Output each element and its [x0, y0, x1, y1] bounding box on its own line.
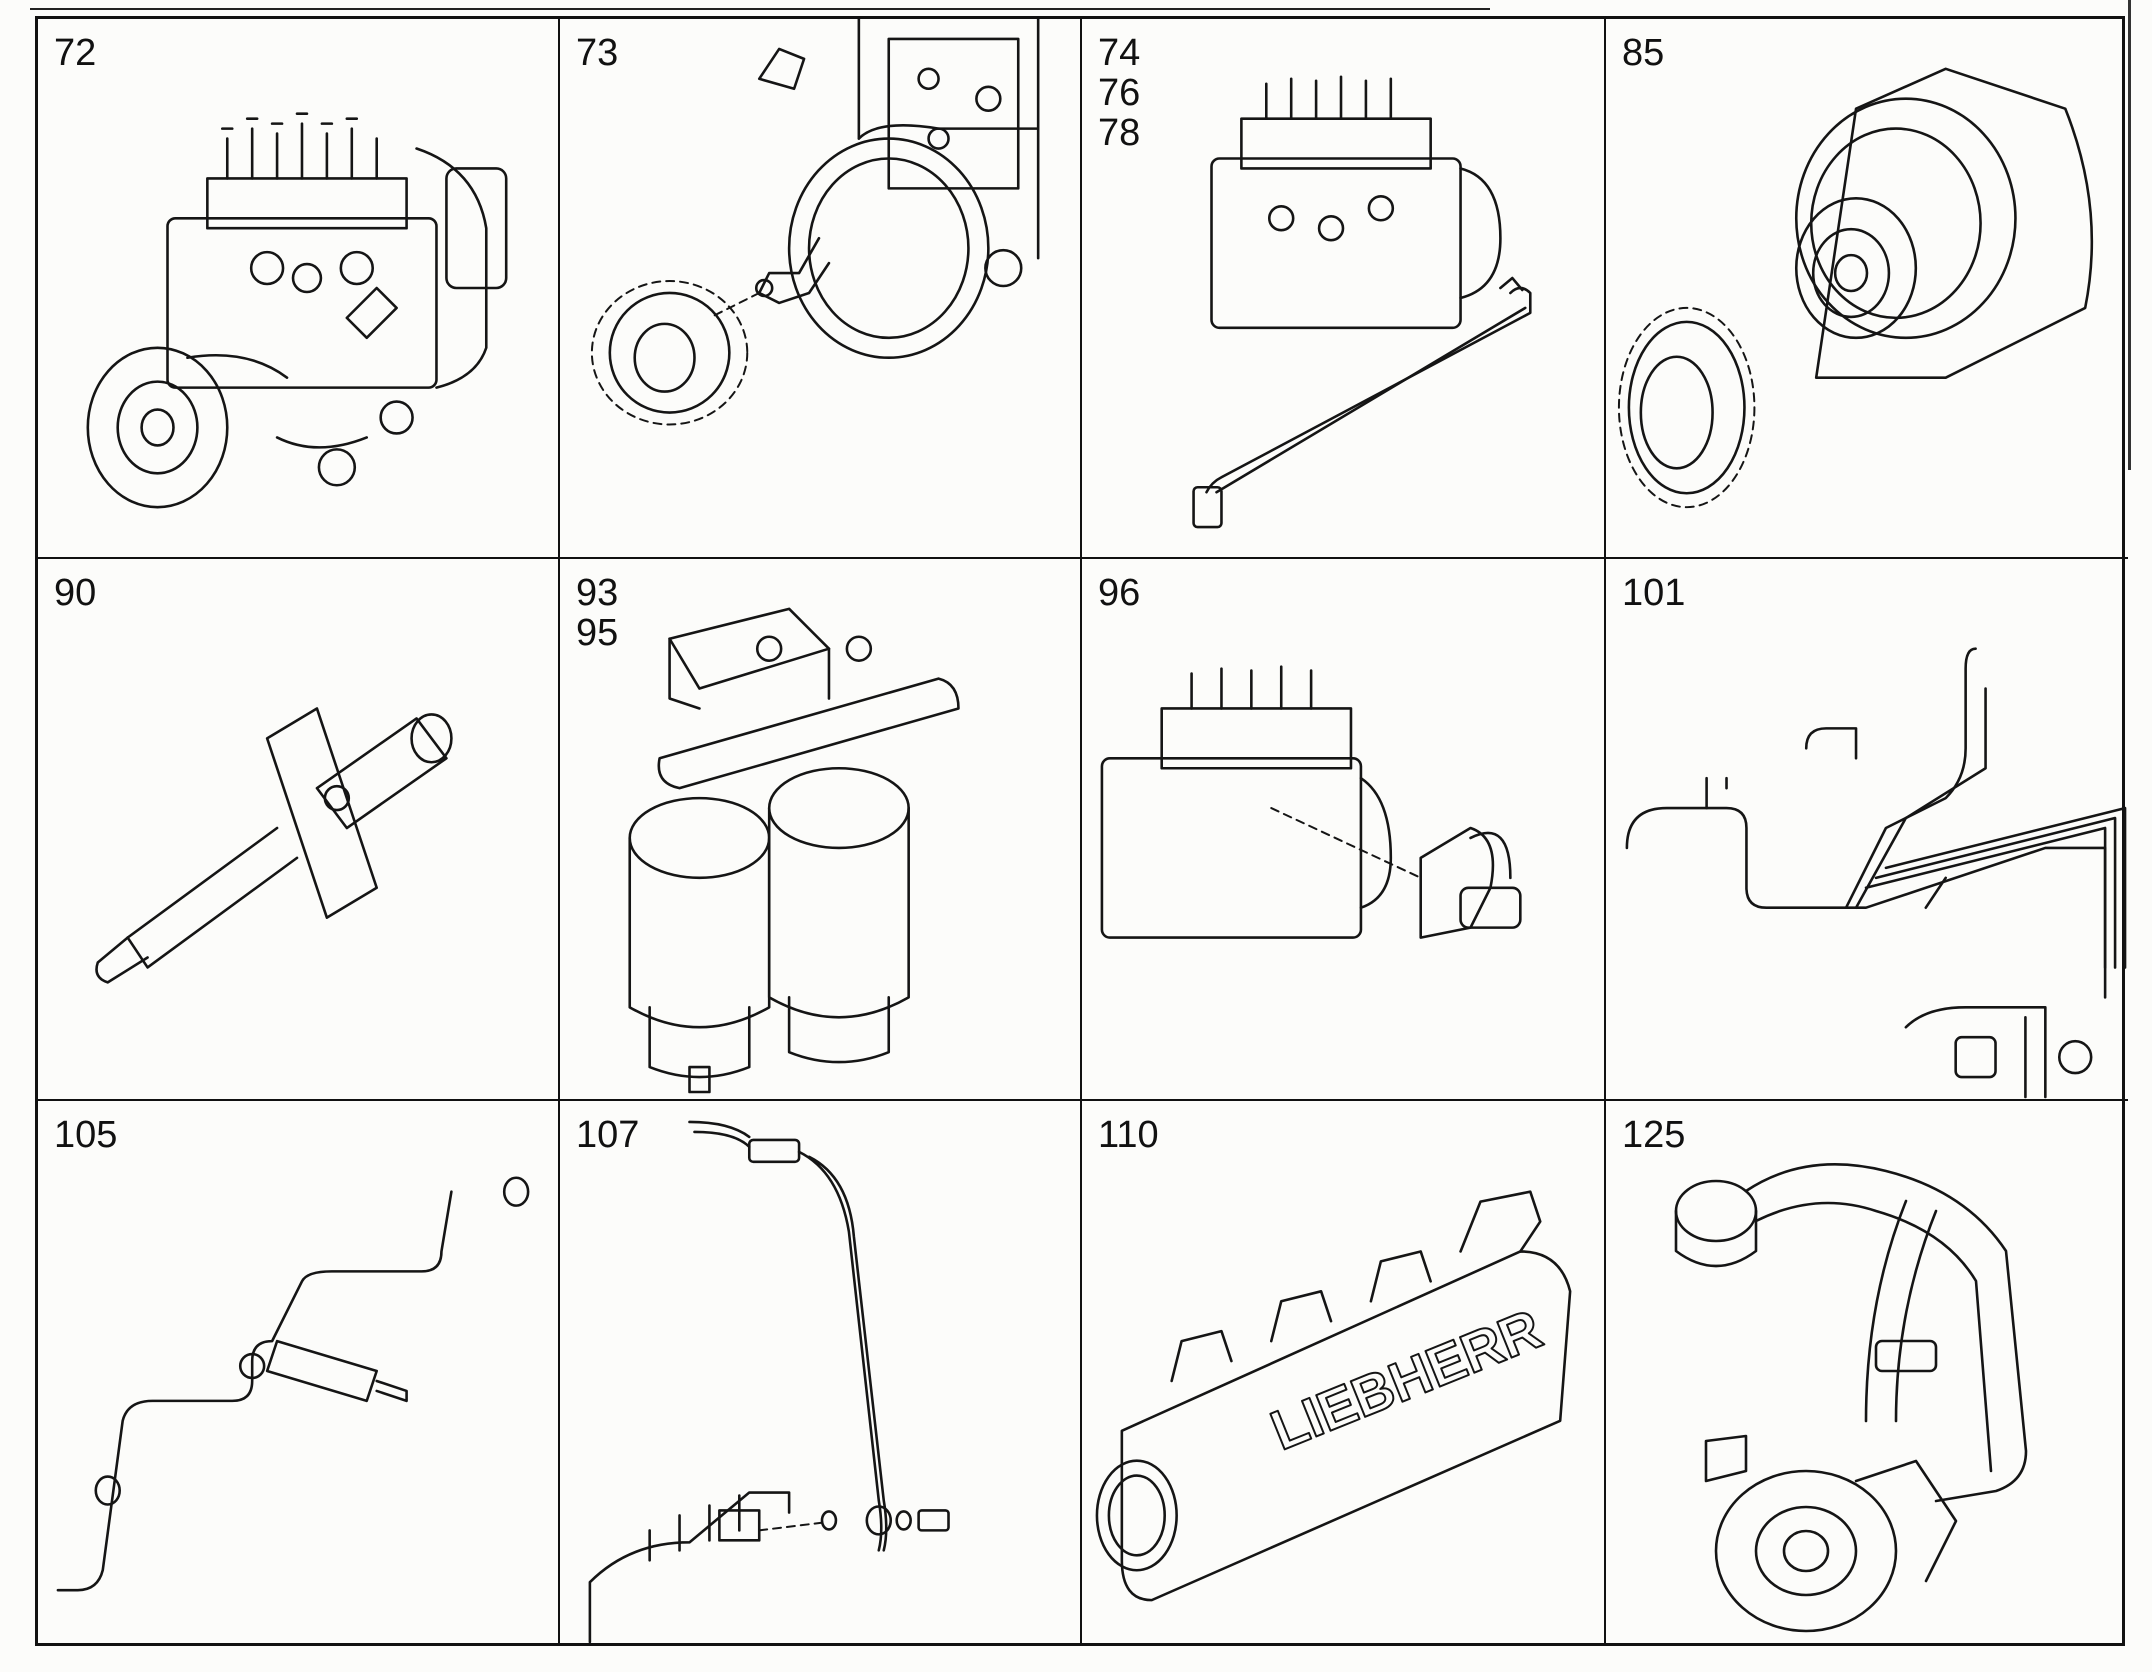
part-cell-105[interactable]: 105 — [38, 1101, 560, 1643]
injector-with-line-icon — [56, 1176, 530, 1592]
turbocharger-hose-icon — [1674, 1163, 2028, 1633]
part-cell-125[interactable]: 125 — [1606, 1101, 2128, 1643]
gear-hub-icon — [1617, 67, 2094, 509]
part-number-label: 95 — [576, 612, 619, 654]
part-cell-93[interactable]: 93 95 — [560, 559, 1082, 1101]
part-cell-73[interactable]: 73 — [560, 19, 1082, 559]
part-cell-107[interactable]: 107 — [560, 1101, 1082, 1643]
part-number-label: 107 — [576, 1114, 640, 1156]
injection-pump-icon — [86, 112, 508, 509]
part-number-label: 105 — [54, 1114, 118, 1156]
intake-manifold-icon: LIEBHERR — [1095, 1190, 1572, 1602]
part-number-label: 93 — [576, 572, 619, 614]
part-cell-74[interactable]: 74 76 78 — [1082, 19, 1606, 559]
pump-drive-gear-icon — [590, 19, 1040, 426]
part-number-label: 76 — [1098, 72, 1141, 114]
part-number-label: 96 — [1098, 572, 1141, 614]
double-fuel-filter-icon — [628, 607, 960, 1094]
part-number-label: 101 — [1622, 572, 1686, 614]
top-rule — [30, 8, 1490, 10]
part-cell-101[interactable]: 101 — [1606, 559, 2128, 1101]
pump-with-valve-icon — [1100, 665, 1522, 939]
part-cell-85[interactable]: 85 — [1606, 19, 2128, 559]
return-line-icon — [588, 1120, 950, 1643]
part-number-label: 73 — [576, 32, 619, 74]
part-cell-110[interactable]: 110 LIEBHERR — [1082, 1101, 1606, 1643]
pump-with-line-icon — [1192, 75, 1532, 529]
injection-lines-icon — [1625, 647, 2127, 1099]
part-number-label: 125 — [1622, 1114, 1686, 1156]
part-number-label: 78 — [1098, 112, 1141, 154]
part-number-label: 72 — [54, 32, 97, 74]
injector-nozzle-icon — [95, 707, 453, 984]
part-cell-96[interactable]: 96 — [1082, 559, 1606, 1101]
scan-edge-mark — [2128, 0, 2139, 470]
manufacturer-emboss-text: LIEBHERR — [1263, 1298, 1551, 1462]
part-cell-90[interactable]: 90 — [38, 559, 560, 1101]
part-number-label: 110 — [1098, 1114, 1159, 1156]
parts-grid: 72 73 — [35, 16, 2128, 1646]
part-number-label: 90 — [54, 572, 97, 614]
part-number-label: 85 — [1622, 32, 1665, 74]
part-number-label: 74 — [1098, 32, 1141, 74]
part-cell-72[interactable]: 72 — [38, 19, 560, 559]
